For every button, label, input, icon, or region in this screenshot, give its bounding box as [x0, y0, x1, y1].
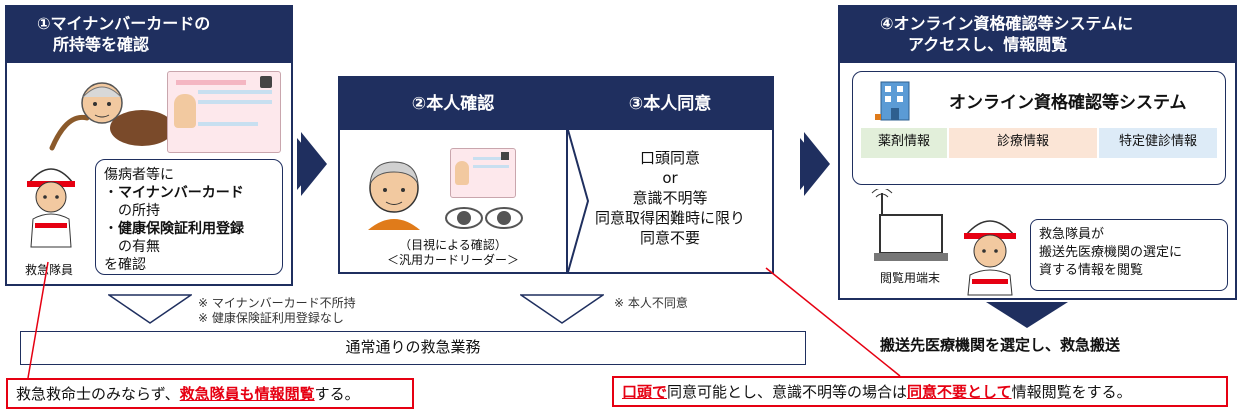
mynumber-card-icon [167, 71, 281, 153]
step1-notes: ※ マイナンバーカード不所持 ※ 健康保険証利用登録なし [198, 296, 356, 326]
step4-bubble-line2: 資する情報を閲覧 [1039, 263, 1144, 278]
step23-panel: ②本人確認 ③本人同意 （目視による確認） ＜汎用カードリーダー＞ 口頭同意 o… [338, 76, 774, 274]
caption-line2: ＜汎用カードリーダー＞ [386, 253, 519, 267]
tag-drug-info: 薬剤情報 [861, 128, 947, 158]
rescue-crew-icon-2 [964, 220, 1016, 296]
callout-left-emphasis: 救急隊員も情報閲覧 [179, 385, 315, 403]
callout-right-emphasis-2: 同意不要として [907, 383, 1012, 401]
step2-caption: （目視による確認） ＜汎用カードリーダー＞ [340, 238, 566, 268]
step1-header: ①マイナンバーカードの 所持等を確認 [7, 7, 291, 63]
callout-right-emphasis-1: 口頭で [622, 383, 668, 401]
step3-header: ③本人同意 [568, 78, 772, 130]
down-triangle-icon-2 [520, 294, 604, 324]
step1-title-line2: 所持等を確認 [53, 35, 150, 54]
note-no-registration: ※ 健康保険証利用登録なし [198, 311, 344, 325]
consent-line-1: or [662, 169, 678, 187]
bubble-item1: ・マイナンバーカード [104, 185, 244, 201]
step3-note: ※ 本人不同意 [614, 296, 688, 310]
consent-line-4: 同意不要 [639, 229, 700, 247]
step2-title: ②本人確認 [411, 94, 495, 114]
tag-medical-info: 診療情報 [949, 128, 1097, 158]
bubble-item1-tail: の所持 [118, 203, 160, 219]
bubble-line-last: を確認 [104, 257, 146, 273]
bubble-item2: ・健康保険証利用登録 [104, 221, 244, 237]
elderly-person-icon [49, 82, 174, 151]
callout-right: 口頭で同意可能とし、意識不明等の場合は同意不要として情報閲覧をする。 [612, 376, 1228, 407]
callout-left: 救急救命士のみならず、救急隊員も情報閲覧する。 [6, 378, 414, 409]
step1-panel: ①マイナンバーカードの 所持等を確認 救急隊員 傷病者等に ・マイナンバーカード [5, 5, 293, 286]
normal-operations-box: 通常通りの救急業務 [20, 331, 806, 365]
step2-header: ②本人確認 [340, 78, 566, 130]
id-card-icon [450, 148, 516, 198]
system-name: オンライン資格確認等システム [949, 93, 1187, 113]
step4-bubble-line0: 救急隊員が [1039, 227, 1105, 242]
arrow-right-icon [297, 132, 327, 196]
consent-line-0: 口頭同意 [639, 149, 700, 167]
bubble-item2-tail: の有無 [118, 239, 160, 255]
crew-label: 救急隊員 [25, 263, 74, 277]
eyes-icon [445, 207, 523, 229]
step3-consent-text: 口頭同意 or 意識不明等 同意取得困難時に限り 同意不要 [568, 148, 772, 248]
elderly-face-icon [368, 161, 420, 230]
down-triangle-icon-1 [108, 294, 192, 324]
normal-operations-label: 通常通りの救急業務 [345, 338, 481, 356]
laptop-terminal-icon [871, 189, 948, 261]
arrow-right-icon-2 [800, 132, 830, 196]
step4-title-line1: ④オンライン資格確認等システムに [880, 14, 1134, 33]
step4-speech-bubble: 救急隊員が 搬送先医療機関の選定に 資する情報を閲覧 [1030, 219, 1228, 291]
note-no-card: ※ マイナンバーカード不所持 [198, 296, 356, 310]
chevron-right-icon [567, 130, 590, 272]
result-text: 搬送先医療機関を選定し、救急搬送 [880, 336, 1121, 354]
system-box: オンライン資格確認等システム 薬剤情報 診療情報 特定健診情報 [852, 71, 1226, 185]
step4-title-line2: アクセスし、情報閲覧 [908, 35, 1068, 54]
down-arrow-icon [986, 302, 1068, 328]
step1-speech-bubble: 傷病者等に ・マイナンバーカード の所持 ・健康保険証利用登録 の有無 を確認 [95, 159, 283, 275]
tag-health-checkup-info: 特定健診情報 [1099, 128, 1217, 158]
rescue-crew-icon [27, 168, 75, 248]
step-divider [566, 78, 568, 272]
terminal-label: 閲覧用端末 [880, 271, 941, 285]
consent-line-3: 同意取得困難時に限り [594, 209, 745, 227]
building-icon [875, 81, 910, 121]
bubble-line1: 傷病者等に [104, 167, 174, 183]
step4-panel: ④オンライン資格確認等システムに アクセスし、情報閲覧 オンライン資格確認等シス… [838, 5, 1237, 300]
step3-title: ③本人同意 [628, 94, 712, 114]
caption-line1: （目視による確認） [399, 238, 507, 252]
consent-line-2: 意識不明等 [632, 189, 708, 207]
step1-title-line1: ①マイナンバーカードの [37, 14, 211, 33]
step4-bubble-line1: 搬送先医療機関の選定に [1039, 245, 1183, 260]
step4-header: ④オンライン資格確認等システムに アクセスし、情報閲覧 [840, 7, 1235, 63]
